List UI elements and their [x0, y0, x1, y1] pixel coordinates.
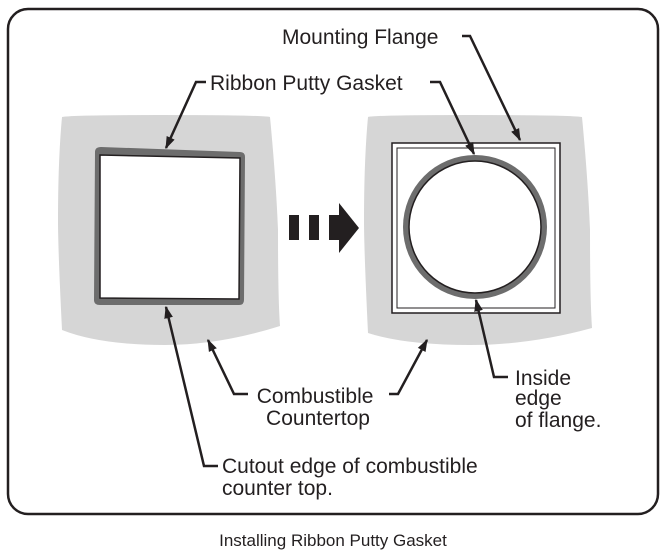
label-cutout-line1: Cutout edge of combustible — [222, 455, 478, 478]
label-combustible-line2: Countertop — [266, 407, 370, 430]
label-inside-line3: of flange. — [515, 409, 601, 432]
cutout-opening-square — [99, 154, 241, 300]
label-mounting-flange: Mounting Flange — [282, 26, 438, 49]
leader-cutout-edge — [164, 305, 218, 468]
after-panel — [364, 115, 592, 345]
label-combustible-countertop: Combustible Countertop — [257, 385, 380, 430]
label-inside-line2: edge — [515, 387, 562, 410]
leader-gasket-left — [164, 80, 206, 150]
transition-arrow-icon — [289, 203, 359, 253]
flange-inside-edge-circle — [408, 160, 542, 294]
label-cutout-line2: counter top. — [222, 477, 333, 500]
leader-lines — [164, 34, 522, 468]
leader-countertop-left — [206, 338, 248, 396]
leader-inside-edge — [474, 298, 508, 379]
figure-caption: Installing Ribbon Putty Gasket — [219, 531, 447, 550]
label-combustible-line1: Combustible — [257, 385, 374, 408]
label-cutout-edge: Cutout edge of combustible counter top. — [222, 455, 484, 500]
leader-mounting-flange — [462, 34, 522, 142]
label-ribbon-putty-gasket: Ribbon Putty Gasket — [210, 72, 403, 95]
leader-gasket-right — [430, 80, 476, 156]
leader-countertop-right — [389, 338, 429, 396]
label-inside-edge: Inside edge of flange. — [515, 367, 601, 432]
label-inside-line1: Inside — [515, 367, 571, 390]
before-panel — [58, 115, 280, 345]
